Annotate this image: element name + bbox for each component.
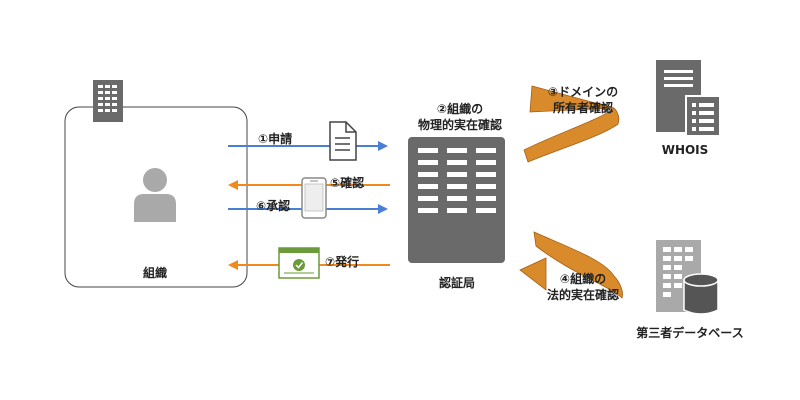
- step2-label-line1: ②組織の: [436, 102, 484, 116]
- certificate-icon: [278, 247, 320, 279]
- step6-label: ⑥承認: [256, 199, 291, 213]
- step4-label-line2: 法的実在確認: [546, 288, 619, 302]
- thirdparty-label: 第三者データベース: [636, 326, 744, 340]
- curved-arrow-step3: [523, 85, 620, 163]
- organization-building-icon: [93, 80, 123, 122]
- thirdparty-database-icon: [656, 240, 719, 315]
- smartphone-icon: [301, 177, 327, 219]
- step4-label-line1: ④組織の: [559, 272, 607, 286]
- whois-server-icon: [656, 60, 721, 137]
- step5-label: ⑤確認: [330, 176, 365, 190]
- step2-label-line2: 物理的実在確認: [417, 118, 502, 132]
- step3-label-line2: 所有者確認: [552, 101, 613, 115]
- document-icon: [329, 121, 357, 161]
- curved-arrow-step4: [519, 231, 623, 299]
- ca-building-icon: [408, 137, 505, 263]
- step3-label-line1: ③ドメインの: [547, 85, 619, 99]
- whois-label: WHOIS: [661, 143, 709, 157]
- person-icon: [134, 168, 176, 222]
- organization-label: 組織: [142, 266, 167, 280]
- step1-label: ①申請: [258, 132, 293, 146]
- ca-label: 認証局: [438, 276, 475, 290]
- step7-label: ⑦発行: [325, 255, 360, 269]
